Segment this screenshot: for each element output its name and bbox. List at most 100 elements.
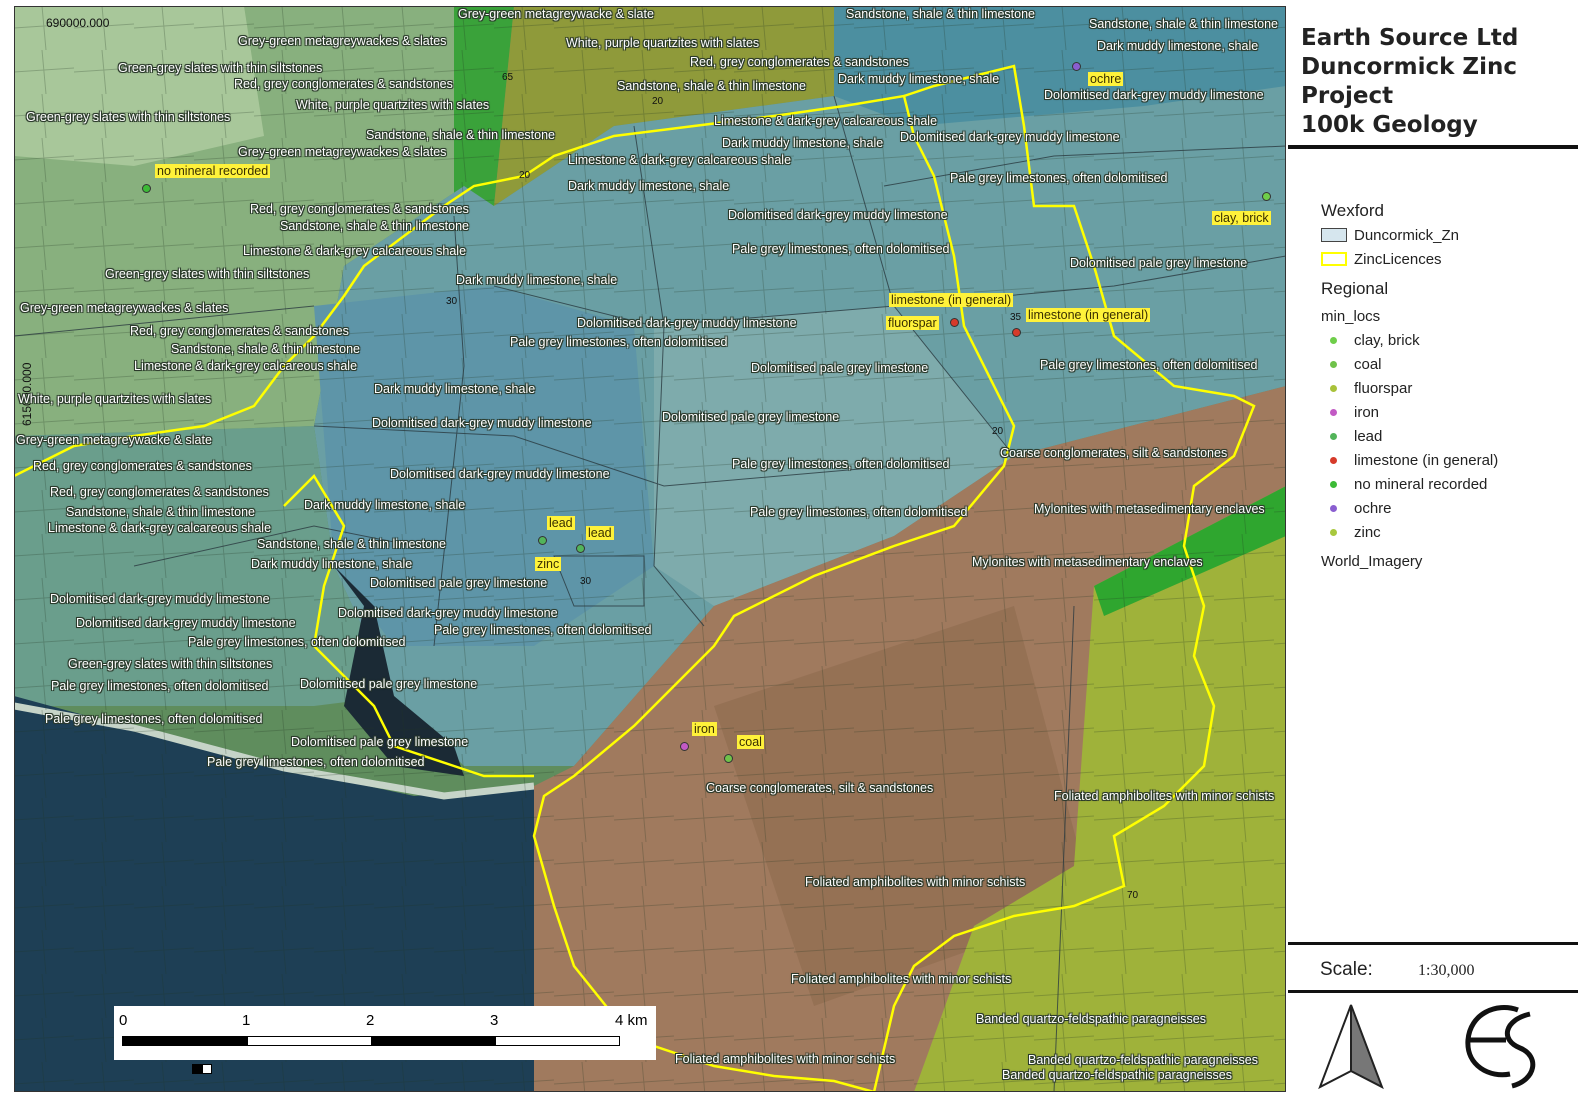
legend-item-clay-brick: clay, brick bbox=[1354, 332, 1420, 349]
geology-label: Pale grey limestones, often dolomitised bbox=[188, 635, 406, 649]
geology-label: Grey-green metagreywackes & slates bbox=[20, 301, 229, 315]
scale-segment bbox=[247, 1036, 372, 1046]
divider bbox=[1288, 942, 1578, 945]
scale-segment bbox=[122, 1036, 248, 1046]
geology-label: Pale grey limestones, often dolomitised bbox=[434, 623, 652, 637]
geology-label: Limestone & dark-grey calcareous shale bbox=[568, 153, 792, 167]
mineral-point-limestone[interactable] bbox=[950, 318, 959, 327]
scale-tick: 3 bbox=[490, 1012, 499, 1029]
geology-label: Mylonites with metasedimentary enclaves bbox=[972, 555, 1203, 569]
geology-label: Dolomitised dark-grey muddy limestone bbox=[900, 130, 1120, 144]
legend-dot-no-mineral bbox=[1330, 481, 1337, 488]
geology-label: Dark muddy limestone, shale bbox=[838, 72, 1000, 86]
geology-label: White, purple quartzites with slates bbox=[18, 392, 212, 406]
legend-dot-fluorspar bbox=[1330, 385, 1337, 392]
geology-label: Red, grey conglomerates & sandstones bbox=[690, 55, 909, 69]
geology-label: Sandstone, shale & thin limestone bbox=[280, 219, 470, 233]
legend-dot-clay-brick bbox=[1330, 337, 1337, 344]
mineral-label: fluorspar bbox=[886, 316, 939, 330]
geology-label: Mylonites with metasedimentary enclaves bbox=[1034, 502, 1265, 516]
geology-label: Dolomitised pale grey limestone bbox=[291, 735, 469, 749]
geology-label: Dolomitised dark-grey muddy limestone bbox=[76, 616, 296, 630]
geology-basemap bbox=[14, 6, 1286, 1092]
legend-swatch-duncormick bbox=[1321, 228, 1347, 242]
geology-label: Dark muddy limestone, shale bbox=[304, 498, 466, 512]
geology-label: Dark muddy limestone, shale bbox=[722, 136, 884, 150]
geology-label: Red, grey conglomerates & sandstones bbox=[250, 202, 469, 216]
geology-label: Pale grey limestones, often dolomitised bbox=[750, 505, 968, 519]
elevation-label: 20 bbox=[992, 426, 1004, 437]
geology-label: Banded quartzo-feldspathic paragneisses bbox=[1028, 1053, 1259, 1067]
geology-label: Sandstone, shale & thin limestone bbox=[257, 537, 447, 551]
geology-label: Sandstone, shale & thin limestone bbox=[171, 342, 361, 356]
legend-item-lead: lead bbox=[1354, 428, 1383, 445]
geology-label: Pale grey limestones, often dolomitised bbox=[732, 242, 950, 256]
north-arrow-icon bbox=[1318, 1004, 1384, 1090]
geology-label: Red, grey conglomerates & sandstones bbox=[234, 77, 453, 91]
mineral-point-coal[interactable] bbox=[724, 754, 733, 763]
scale-bar: 0 1 2 3 4 km bbox=[114, 1006, 656, 1074]
legend-item-zinc: zinc bbox=[1354, 524, 1381, 541]
geology-label: Dolomitised dark-grey muddy limestone bbox=[338, 606, 558, 620]
scale-marker bbox=[192, 1064, 202, 1074]
mineral-point-lead[interactable] bbox=[538, 536, 547, 545]
geology-label: Dolomitised dark-grey muddy limestone bbox=[1044, 88, 1264, 102]
map-title: Earth Source Ltd Duncormick Zinc Project… bbox=[1301, 24, 1518, 140]
map-frame[interactable]: 690000.000 615000.000 65 20 20 30 35 20 … bbox=[14, 6, 1286, 1092]
geology-label: Limestone & dark-grey calcareous shale bbox=[714, 114, 938, 128]
grid-x-label: 690000.000 bbox=[46, 16, 110, 30]
mineral-label: ochre bbox=[1088, 72, 1124, 86]
geology-label: Coarse conglomerates, silt & sandstones bbox=[1000, 446, 1228, 460]
geology-label: Limestone & dark-grey calcareous shale bbox=[134, 359, 358, 373]
legend-group-wexford: Wexford bbox=[1321, 201, 1384, 220]
mineral-label: zinc bbox=[535, 557, 562, 571]
geology-label: Pale grey limestones, often dolomitised bbox=[732, 457, 950, 471]
licence-boundary-west bbox=[14, 94, 1016, 1092]
elevation-label: 20 bbox=[519, 170, 531, 181]
mineral-point-ochre[interactable] bbox=[1072, 62, 1081, 71]
geology-label: Dolomitised dark-grey muddy limestone bbox=[372, 416, 592, 430]
legend-item-coal: coal bbox=[1354, 356, 1382, 373]
licence-boundary-estuary bbox=[283, 473, 534, 778]
mineral-label: no mineral recorded bbox=[155, 164, 271, 178]
divider bbox=[1288, 145, 1578, 149]
legend-sub-minlocs: min_locs bbox=[1321, 308, 1381, 325]
geology-label: Foliated amphibolites with minor schists bbox=[791, 972, 1012, 986]
geology-label: Dark muddy limestone, shale bbox=[1097, 39, 1259, 53]
mineral-point-no-mineral[interactable] bbox=[142, 184, 151, 193]
geology-label: Dark muddy limestone, shale bbox=[374, 382, 536, 396]
geology-label: Pale grey limestones, often dolomitised bbox=[207, 755, 425, 769]
scale-tick: 1 bbox=[242, 1012, 251, 1029]
mineral-point-iron[interactable] bbox=[680, 742, 689, 751]
geology-label: Green-grey slates with thin siltstones bbox=[68, 657, 273, 671]
geology-label: Foliated amphibolites with minor schists bbox=[675, 1052, 896, 1066]
geology-label: Dolomitised pale grey limestone bbox=[751, 361, 929, 375]
legend-item-ochre: ochre bbox=[1354, 500, 1392, 517]
geology-label: Pale grey limestones, often dolomitised bbox=[1040, 358, 1258, 372]
legend-dot-lead bbox=[1330, 433, 1337, 440]
mineral-point-lead[interactable] bbox=[576, 544, 585, 553]
mineral-label: limestone (in general) bbox=[889, 293, 1014, 307]
legend-dot-iron bbox=[1330, 409, 1337, 416]
geology-label: Red, grey conglomerates & sandstones bbox=[50, 485, 269, 499]
geology-label: Green-grey slates with thin siltstones bbox=[26, 110, 231, 124]
geology-label: Limestone & dark-grey calcareous shale bbox=[243, 244, 467, 258]
legend-dot-limestone bbox=[1330, 457, 1337, 464]
scale-tick: 4 km bbox=[615, 1012, 648, 1029]
legend-item-basemap: World_Imagery bbox=[1321, 553, 1423, 570]
geology-label: White, purple quartzites with slates bbox=[566, 36, 760, 50]
mineral-label: clay, brick bbox=[1212, 211, 1271, 225]
geology-label: Grey-green metagreywacke & slate bbox=[16, 433, 212, 447]
mineral-point-clay-brick[interactable] bbox=[1262, 192, 1271, 201]
divider bbox=[1288, 990, 1578, 993]
scale-label: Scale: bbox=[1320, 959, 1373, 980]
mineral-point-limestone[interactable] bbox=[1012, 328, 1021, 337]
legend-dot-zinc bbox=[1330, 529, 1337, 536]
legend-dot-coal bbox=[1330, 361, 1337, 368]
legend-group-regional: Regional bbox=[1321, 279, 1389, 298]
geology-label: Pale grey limestones, often dolomitised bbox=[51, 679, 269, 693]
geology-label: Sandstone, shale & thin limestone bbox=[846, 7, 1036, 21]
scale-tick: 0 bbox=[119, 1012, 128, 1029]
geology-label: Dolomitised pale grey limestone bbox=[1070, 256, 1248, 270]
geology-label: Grey-green metagreywackes & slates bbox=[238, 145, 447, 159]
